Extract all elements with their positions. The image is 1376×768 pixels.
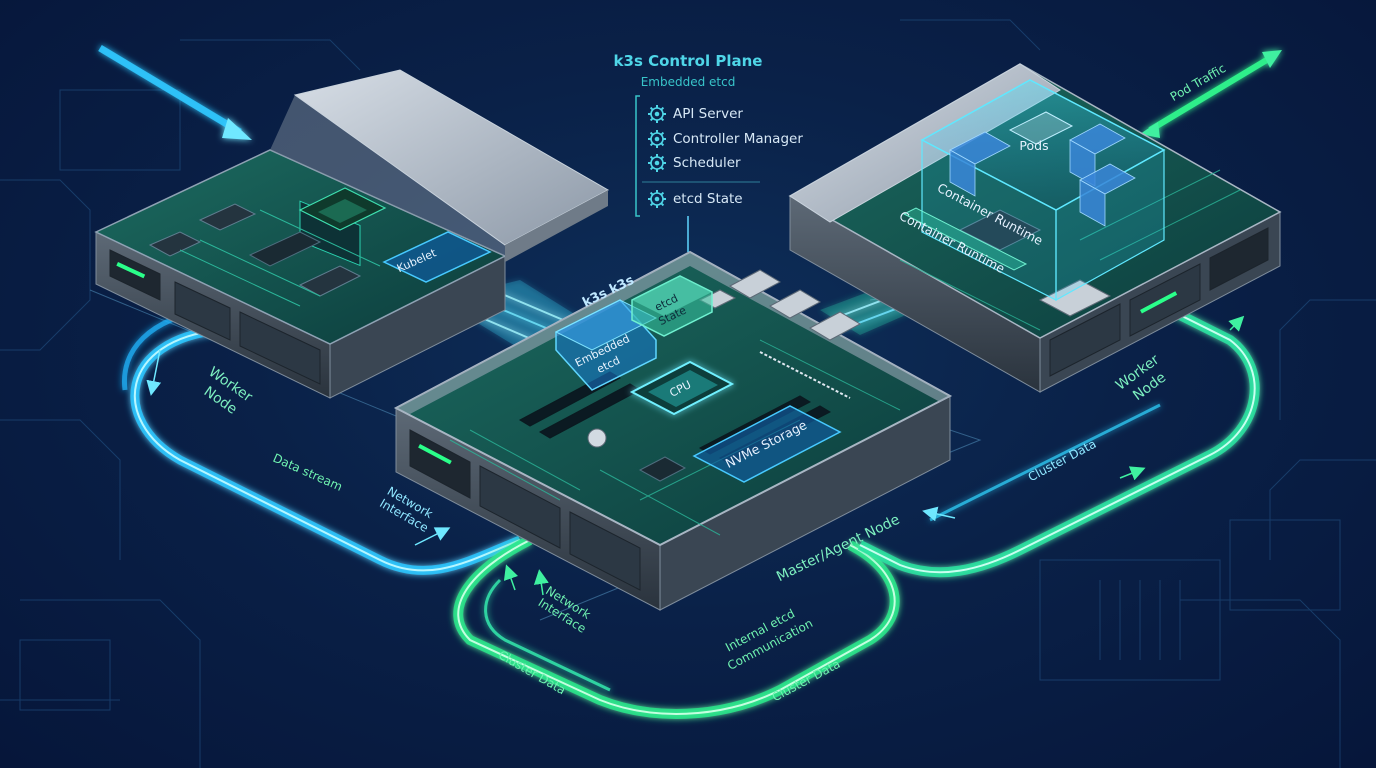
controller-manager-gear-icon <box>648 130 666 148</box>
api-server-gear-icon <box>648 105 666 123</box>
etcd-state-gear-icon <box>648 190 666 208</box>
api-server-label: API Server <box>673 106 743 122</box>
pods-hologram: Pods Container Runtime Container Runtime <box>897 79 1166 302</box>
green-flow-bottom <box>453 535 900 719</box>
control-plane-panel: k3s Control Plane Embedded etcd API Serv… <box>614 52 803 217</box>
incoming-arrow-top-left <box>98 44 252 140</box>
pods-label: Pods <box>1019 138 1048 153</box>
control-plane-subtitle: Embedded etcd <box>641 75 736 89</box>
right-worker-node: Pods Container Runtime Container Runtime <box>788 63 1282 393</box>
green-flow-right <box>857 305 1260 578</box>
center-master-node: CPU NVMe Storage Embedded etcd etcd Stat… <box>393 216 953 611</box>
cluster-data-right-label: Cluster Data <box>1026 437 1099 485</box>
pod-traffic-arrow <box>1140 50 1282 138</box>
cluster-data-bottom-left-label: Cluster Data <box>496 648 568 698</box>
data-stream-label: Data stream <box>271 451 345 494</box>
controller-manager-label: Controller Manager <box>673 131 803 147</box>
scheduler-label: Scheduler <box>673 155 741 171</box>
left-worker-node: Kubelet <box>94 69 610 399</box>
etcd-state-label: etcd State <box>673 191 743 207</box>
pod-traffic-label: Pod Traffic <box>1168 61 1228 104</box>
background-circuit-lines <box>0 19 1376 768</box>
flow-arrows <box>146 315 1245 596</box>
cluster-data-bottom-right-label: Cluster Data <box>770 657 843 705</box>
control-plane-title: k3s Control Plane <box>614 52 763 70</box>
scheduler-gear-icon <box>648 154 666 172</box>
